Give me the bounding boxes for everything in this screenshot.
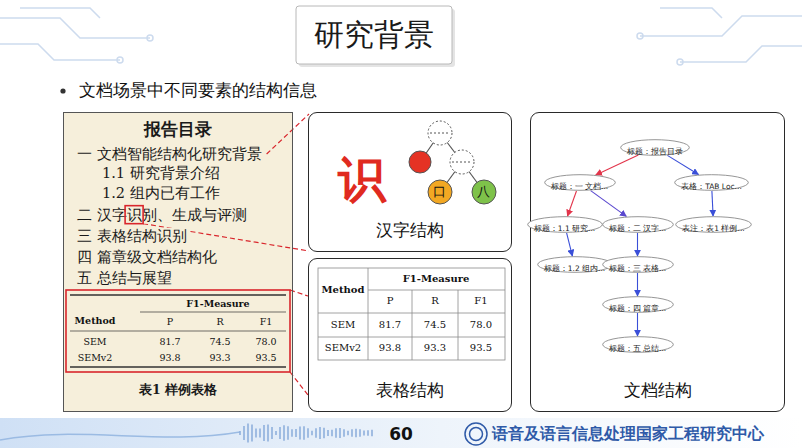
tree-node-text: 标题：五 总结... — [609, 341, 667, 357]
table-highlight — [66, 290, 290, 372]
component-text: 八 — [471, 179, 497, 205]
toc-entry: 一 文档智能结构化研究背景 — [75, 146, 264, 163]
panel-caption: 表格结构 — [309, 379, 511, 402]
bullet-text: 文档场景中不同要素的结构信息 — [79, 81, 317, 101]
toc-entry: 五 总结与展望 — [75, 270, 174, 287]
table-cell: 93.3 — [209, 353, 230, 364]
table-cell: 93.8 — [379, 342, 401, 354]
tree-edge — [637, 313, 638, 336]
footer-logo — [465, 423, 487, 445]
tree-node: 表格：TAB Loc... — [674, 174, 749, 191]
character-highlight — [125, 206, 143, 224]
tree-node-text: 标题：1.2 组内... — [544, 261, 605, 277]
zoom-line — [267, 114, 309, 154]
table-cell: SEM — [331, 319, 355, 331]
sound-bars — [240, 424, 372, 443]
tree-node-text: 标题：三 表格... — [609, 261, 667, 277]
slide-title: 研究背景 — [314, 15, 434, 56]
toc-entry: 1.2 组内已有工作 — [100, 185, 222, 202]
document-paper — [63, 112, 293, 412]
table-cell: F1 — [474, 295, 487, 307]
tree-node-text: 标题：四 篇章... — [609, 301, 667, 317]
table-cell: R — [431, 295, 439, 307]
table-cell: 93.5 — [255, 353, 276, 364]
document-page: 报告目录一 文档智能结构化研究背景 1.1 研究背景介绍 1.2 组内已有工作二 汉… — [63, 112, 293, 412]
tree-node: 标题：三 表格... — [602, 256, 674, 273]
tree-node: 标题：四 篇章... — [602, 296, 674, 313]
component-circle: 八 — [471, 179, 497, 205]
table-cell: P — [167, 317, 173, 328]
tree-node-text: 标题：报告目录 — [627, 144, 683, 160]
toc-entry: 四 篇章级文档结构化 — [75, 249, 219, 266]
character-glyph: 识 — [338, 152, 386, 207]
tree-node: 标题：一 文档... — [544, 174, 616, 191]
tree-node-text: 标题：1.1 研究... — [534, 221, 595, 237]
tree-edge — [667, 155, 698, 174]
tree-edge — [567, 233, 573, 256]
tree-node-text: 表注：表1 样例... — [682, 221, 744, 237]
tree-node: 标题：1.1 研究... — [527, 216, 603, 233]
table-cell: 78.0 — [255, 337, 276, 348]
table-cell: 74.5 — [209, 337, 230, 348]
table-cell: SEMv2 — [78, 353, 113, 364]
table-cell: 81.7 — [159, 337, 180, 348]
panel-caption: 文档结构 — [531, 379, 784, 402]
institution-name: 语音及语言信息处理国家工程研究中心 — [492, 425, 764, 443]
table-cell: 93.8 — [159, 353, 180, 364]
tree-edge — [568, 191, 577, 216]
table-cell: 93.5 — [470, 342, 492, 354]
table-cell: 78.0 — [470, 319, 492, 331]
tree-edge — [637, 273, 638, 296]
table-cell: F1-Measure — [186, 299, 249, 310]
tree-node: 标题：报告目录 — [620, 139, 690, 156]
component-text: 口 — [427, 179, 453, 205]
table-cell: Method — [75, 316, 116, 327]
table-cell: R — [216, 317, 223, 328]
tree-edge — [712, 191, 713, 216]
tree-node-text: 表格：TAB Loc... — [681, 179, 742, 195]
page-number: 60 — [389, 425, 413, 445]
table-cell: P — [387, 295, 394, 307]
tree-node: 标题：五 总结... — [602, 336, 674, 353]
tree-edge — [596, 155, 639, 175]
table-cell: F1 — [260, 317, 273, 328]
tree-node: 标题：二 汉字... — [602, 216, 674, 233]
title-box — [296, 6, 452, 64]
table-cell: SEMv2 — [325, 342, 361, 354]
toc-entry: 1.1 研究背景介绍 — [100, 165, 222, 182]
table-caption: 表1 样例表格 — [137, 383, 219, 397]
tree-node-text: 标题：一 文档... — [551, 179, 609, 195]
table-cell: 81.7 — [379, 319, 401, 331]
toc-entry: 三 表格结构识别 — [75, 228, 189, 245]
bullet-dot — [60, 88, 65, 93]
toc-heading: 报告目录 — [142, 120, 214, 140]
component-circle: 口 — [427, 179, 453, 205]
tree-node: 表注：表1 样例... — [675, 216, 752, 233]
tree-node-text: 标题：二 汉字... — [609, 221, 667, 237]
footer-band — [0, 418, 802, 448]
table-cell: 93.3 — [424, 342, 446, 354]
panel-caption: 汉字结构 — [309, 219, 511, 242]
toc-entry: 二 汉字识别、生成与评测 — [75, 207, 249, 224]
table-cell: Method — [322, 284, 365, 296]
structure-panel: 文档结构标题：报告目录标题：一 文档...表格：TAB Loc...标题：1.1… — [530, 112, 785, 412]
table-cell: 74.5 — [424, 319, 446, 331]
table-cell: F1-Measure — [403, 273, 470, 285]
doc-table-rules — [70, 295, 286, 367]
table-cell: SEM — [83, 337, 106, 348]
panel-table-grid — [318, 268, 505, 360]
footer-wave — [0, 432, 240, 440]
tree-node: 标题：1.2 组内... — [537, 256, 613, 273]
tree-edge — [591, 191, 627, 217]
tree-edge — [637, 233, 638, 256]
